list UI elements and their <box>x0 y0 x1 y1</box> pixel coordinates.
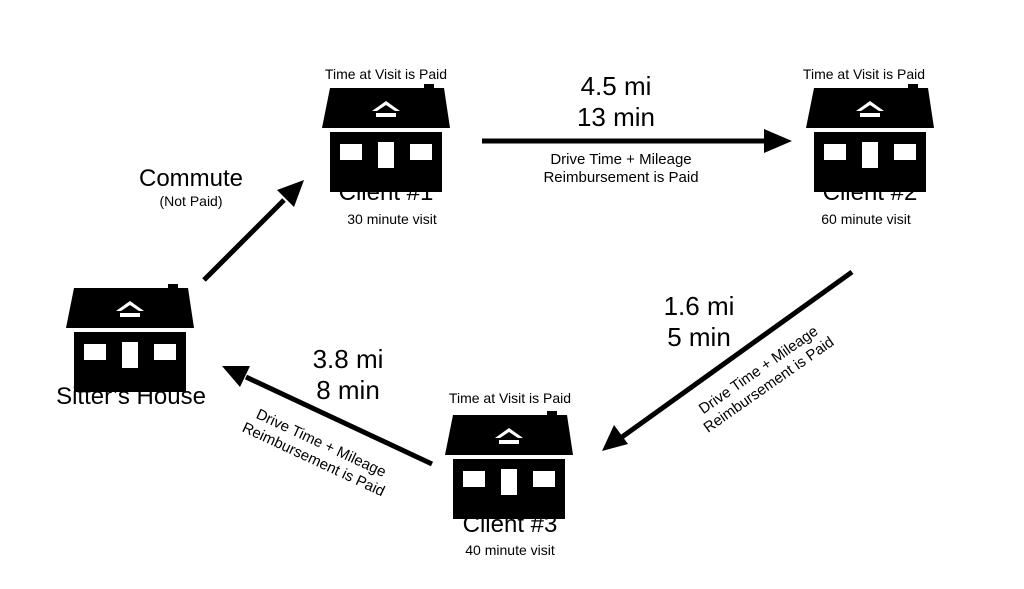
commute-arrow <box>202 180 304 282</box>
leg-1-2-time: 13 min <box>576 102 656 132</box>
commute-subtitle: (Not Paid) <box>159 193 223 209</box>
sitters-house-icon <box>66 284 194 392</box>
leg-1-2-note-line2: Reimbursement is Paid <box>543 169 699 186</box>
client-3-label: Client #3 <box>462 511 558 538</box>
sitters-house-label: Sitter’s House <box>56 383 206 410</box>
arrow-client1-to-client2 <box>482 129 792 153</box>
commute-title: Commute <box>138 165 244 192</box>
leg-2-3-distance: 1.6 mi <box>663 291 735 321</box>
client-1-visit: 30 minute visit <box>347 211 437 227</box>
client-3-house-icon <box>445 411 573 519</box>
client-1-paid-note: Time at Visit is Paid <box>324 66 448 82</box>
leg-1-2-note-line1: Drive Time + Mileage <box>550 151 692 168</box>
arrow-client3-to-home <box>222 366 434 467</box>
client-1-label: Client #1 <box>338 179 434 206</box>
client-3-paid-note: Time at Visit is Paid <box>448 390 572 406</box>
leg-2-3-time: 5 min <box>667 322 731 352</box>
client-2-house-icon <box>806 84 934 192</box>
client-2-paid-note: Time at Visit is Paid <box>802 66 926 82</box>
client-2-label: Client #2 <box>822 179 918 206</box>
leg-3-home-time: 8 min <box>316 375 380 405</box>
client-1-house-icon <box>322 84 450 192</box>
client-2-visit: 60 minute visit <box>821 211 911 227</box>
arrow-client2-to-client3 <box>602 269 854 451</box>
client-3-visit: 40 minute visit <box>465 542 555 558</box>
leg-1-2-distance: 4.5 mi <box>580 71 652 101</box>
leg-3-home-distance: 3.8 mi <box>312 344 384 374</box>
